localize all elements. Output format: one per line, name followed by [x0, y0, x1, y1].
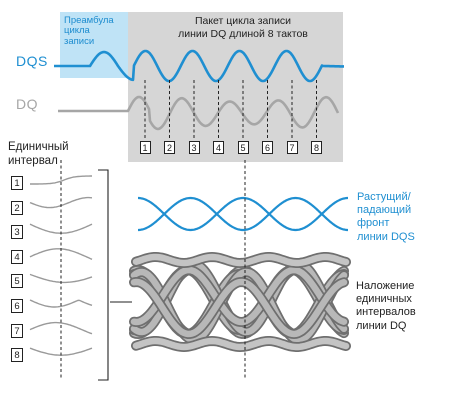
burst-beat-box-1: 1: [139, 141, 151, 154]
dqs-label: DQS: [16, 53, 48, 69]
burst-beat-box-7: 7: [286, 141, 298, 154]
preamble-line-1: Преамбула: [64, 15, 114, 26]
unit-interval-trace-7: [29, 321, 93, 335]
unit-interval-box-4: 4: [11, 249, 23, 264]
preamble-label: Преамбула цикла записи: [64, 15, 114, 47]
ui-line-2: интервал: [8, 154, 58, 167]
dqs-edge-falling: [138, 196, 348, 232]
ui-line-1: Единичный: [8, 141, 69, 153]
burst-region: [128, 12, 343, 162]
unit-interval-box-2: 2: [11, 200, 23, 215]
burst-beat-box-5: 5: [237, 141, 249, 154]
dq-label: DQ: [16, 96, 38, 112]
dqs-edge-pattern: [138, 196, 348, 232]
unit-interval-box-8: 8: [11, 348, 23, 363]
ui-bracket: [98, 169, 109, 381]
overlay-label: Наложение единичных интервалов линии DQ: [356, 280, 416, 333]
burst-line-2: линии DQ длиной 8 тактов: [178, 27, 308, 40]
unit-interval-box-6: 6: [11, 299, 23, 313]
unit-interval-trace-6: [29, 299, 93, 308]
unit-interval-box-7: 7: [11, 323, 23, 338]
edge-line-2: падающий: [357, 204, 412, 217]
unit-interval-box-5: 5: [11, 274, 23, 289]
burst-line-1: Пакет цикла записи: [194, 15, 292, 27]
burst-beat-box-3: 3: [188, 141, 200, 154]
unit-interval-label: Единичный интервал: [8, 141, 69, 169]
overlay-line-3: интервалов: [356, 306, 416, 319]
eye-rail-fill-bottom: [132, 337, 350, 351]
overlay-line-4: линии DQ: [356, 319, 407, 332]
edge-line-4: линии DQS: [357, 230, 415, 243]
burst-beat-box-6: 6: [262, 141, 273, 154]
dqs-edge-label: Растущий/ падающий фронт линии DQS: [357, 191, 415, 244]
dq-eye-overlay: [129, 251, 351, 353]
edge-line-3: фронт: [357, 217, 390, 230]
burst-beat-box-4: 4: [213, 141, 224, 154]
edge-line-1: Растущий/: [357, 191, 411, 203]
burst-sample-markers: [144, 80, 317, 140]
dqs-edge-rising: [138, 196, 348, 232]
dq-waveform: [57, 95, 340, 131]
eye-tube-fill-7: [130, 266, 348, 326]
burst-beat-box-8: 8: [311, 141, 322, 154]
overlay-line-2: единичных: [356, 293, 412, 306]
unit-interval-trace-1: [30, 175, 92, 185]
preamble-line-3: записи: [64, 35, 95, 47]
preamble-line-2: цикла: [64, 25, 90, 37]
unit-interval-box-1: 1: [11, 176, 23, 190]
unit-interval-box-3: 3: [11, 225, 23, 240]
burst-label: Пакет цикла записи линии DQ длиной 8 так…: [168, 15, 318, 40]
eye-rail-fill-top: [132, 253, 350, 267]
overlay-line-1: Наложение: [356, 280, 415, 292]
eye-tube-fill-8: [130, 278, 348, 338]
dqs-waveform: [53, 49, 345, 83]
burst-beat-box-2: 2: [164, 141, 175, 154]
